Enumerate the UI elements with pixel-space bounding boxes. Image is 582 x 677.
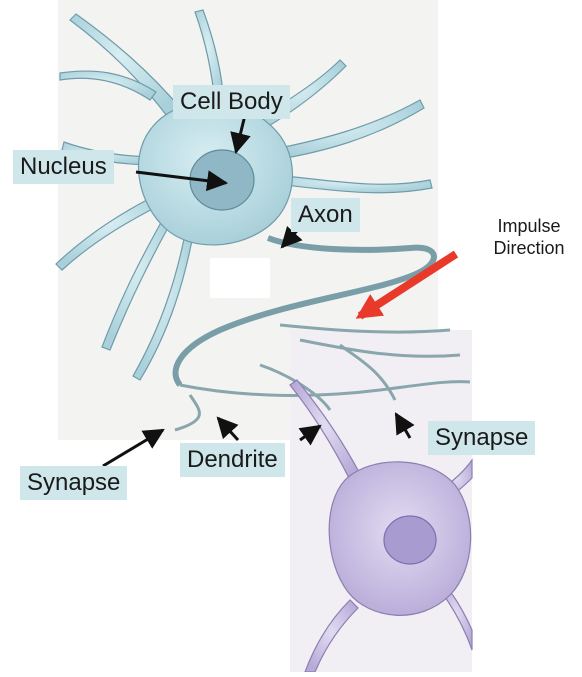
cell-body-label: Cell Body [173,85,290,119]
impulse-label-line2: Direction [476,237,582,259]
impulse-label-line1: Impulse [476,215,582,237]
synapse-left-label: Synapse [20,466,127,500]
dendrite-label: Dendrite [180,443,285,477]
axon-label: Axon [291,198,360,232]
impulse-direction-label: Impulse Direction [476,215,582,259]
nucleus-label: Nucleus [13,150,114,184]
lower-nucleus-shape [384,516,436,564]
blank-patch [210,258,270,298]
synapse-right-label: Synapse [428,421,535,455]
